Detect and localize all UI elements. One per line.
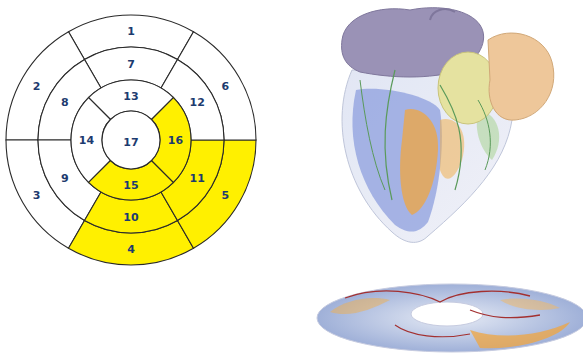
disk-orange bbox=[330, 298, 390, 314]
segment-number: 14 bbox=[79, 135, 94, 146]
vessel bbox=[430, 9, 455, 20]
projection-disk bbox=[317, 284, 583, 352]
disk-orange bbox=[500, 298, 560, 310]
aorta bbox=[488, 33, 554, 120]
segment-number: 5 bbox=[222, 189, 230, 200]
segment-number: 1 bbox=[127, 26, 135, 37]
coronary-projection bbox=[395, 325, 470, 337]
segment-number: 7 bbox=[127, 58, 135, 69]
segment-number: 15 bbox=[123, 179, 138, 190]
coronary-artery bbox=[385, 70, 395, 200]
bullseye-chart bbox=[6, 15, 256, 265]
disk-surface bbox=[317, 284, 583, 352]
segment-number: 12 bbox=[190, 96, 205, 107]
segment-number: 16 bbox=[168, 135, 183, 146]
ventricle-blue bbox=[352, 89, 441, 232]
segment-number: 8 bbox=[61, 96, 69, 107]
segment-number: 9 bbox=[61, 173, 69, 184]
disk-orange bbox=[470, 322, 570, 348]
segment-number: 6 bbox=[222, 80, 230, 91]
segment-number: 17 bbox=[123, 137, 138, 148]
disk-hole bbox=[411, 302, 483, 326]
segment bbox=[102, 111, 160, 169]
coronary-projection bbox=[345, 291, 530, 302]
coronary-artery bbox=[440, 85, 461, 190]
ventricle-orange bbox=[400, 109, 438, 215]
coronary-artery bbox=[478, 100, 490, 170]
segment-number: 11 bbox=[190, 173, 205, 184]
coronary-projection bbox=[470, 310, 540, 318]
segment-number: 4 bbox=[127, 244, 135, 255]
segment-number: 13 bbox=[123, 90, 138, 101]
segment-number: 3 bbox=[33, 189, 41, 200]
coronary-artery bbox=[360, 80, 385, 190]
segment-number: 10 bbox=[123, 211, 138, 222]
heart-model bbox=[342, 8, 554, 243]
segment-number: 2 bbox=[33, 80, 41, 91]
